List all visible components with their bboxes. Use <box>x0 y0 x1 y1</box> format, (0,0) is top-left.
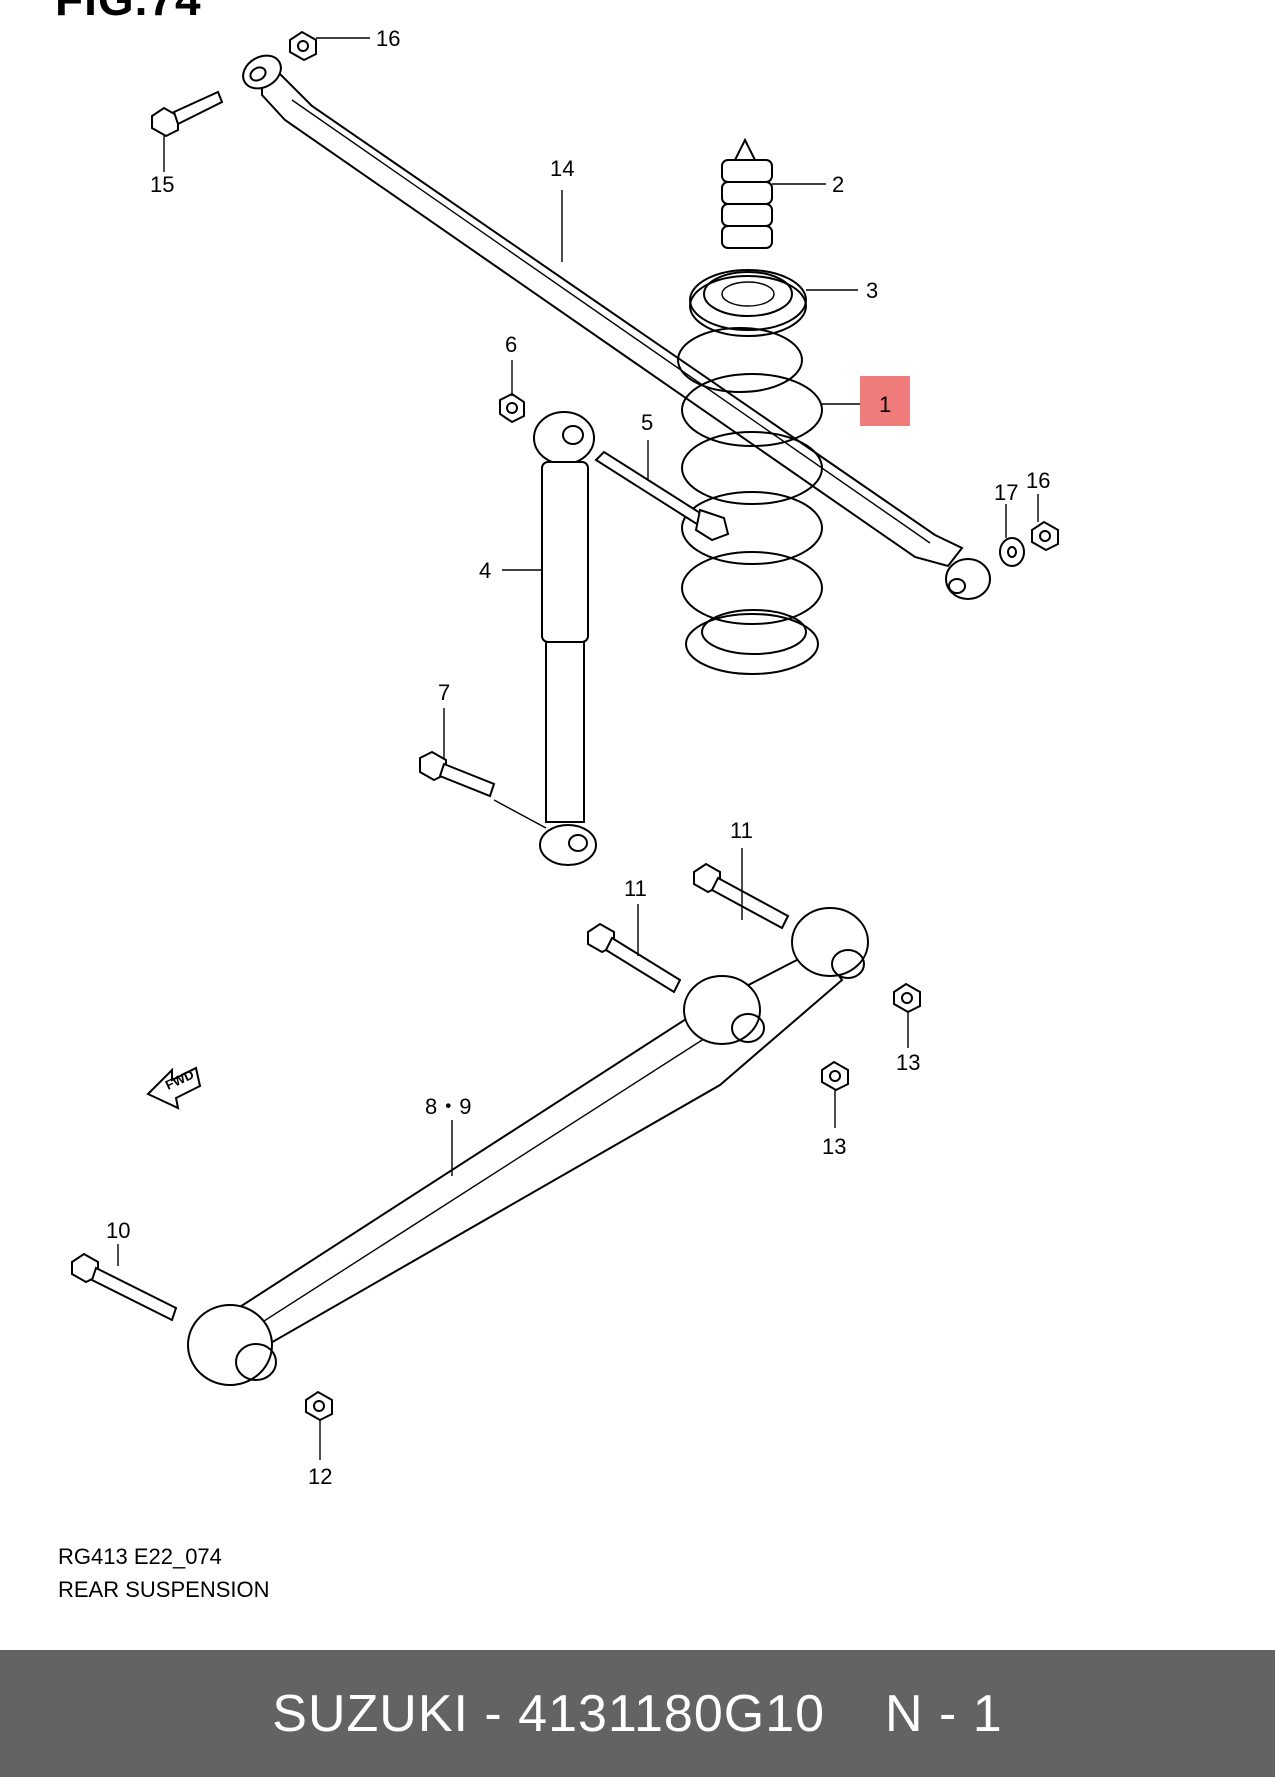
callout-16-top: 16 <box>376 26 400 51</box>
figure-name: REAR SUSPENSION <box>58 1577 270 1602</box>
part-4-shock-absorber[interactable] <box>533 411 597 866</box>
part-15-bolt[interactable] <box>151 90 224 138</box>
callout-15: 15 <box>150 172 174 197</box>
part-13-nut-left[interactable] <box>821 1060 849 1092</box>
part-16-nut-right[interactable] <box>1031 520 1059 552</box>
highlight-box-part-1 <box>860 376 910 426</box>
part-3-spring-seat[interactable] <box>689 269 807 337</box>
callout-labels: 16 15 14 2 3 1 6 5 4 7 16 17 11 11 13 13… <box>106 26 1050 1489</box>
callout-16-right: 16 <box>1026 468 1050 493</box>
part-8-9-trailing-arm[interactable] <box>187 907 869 1386</box>
footer-position: N - 1 <box>885 1684 1003 1743</box>
footer-brand-part-number: SUZUKI - 4131180G10 <box>272 1684 826 1743</box>
callout-13-right: 13 <box>896 1050 920 1075</box>
callout-8-9: 8・9 <box>425 1094 471 1119</box>
callout-2: 2 <box>832 172 844 197</box>
figure-code: RG413 E22_074 <box>58 1544 222 1569</box>
callout-5: 5 <box>641 410 653 435</box>
callout-11-upper: 11 <box>730 818 753 843</box>
part-14-lateral-rod[interactable] <box>237 49 991 600</box>
callout-17: 17 <box>994 480 1018 505</box>
part-2-bump-stopper[interactable] <box>721 137 773 249</box>
part-11-bolt-lower[interactable] <box>587 922 682 994</box>
callout-13-left: 13 <box>822 1134 846 1159</box>
part-12-nut[interactable] <box>305 1390 333 1422</box>
callout-14: 14 <box>550 156 574 181</box>
part-17-washer[interactable] <box>999 537 1025 567</box>
part-7-bolt[interactable] <box>419 750 496 798</box>
footer-bar: SUZUKI - 4131180G10 N - 1 <box>0 1650 1275 1777</box>
callout-7: 7 <box>438 680 450 705</box>
part-6-nut[interactable] <box>499 392 525 424</box>
part-11-bolt-upper[interactable] <box>693 862 790 930</box>
callout-6: 6 <box>505 332 517 357</box>
part-1-coil-spring[interactable] <box>677 327 823 675</box>
callout-11-lower: 11 <box>624 876 647 901</box>
figure-title: FIG.74 <box>55 0 202 26</box>
exploded-parts-diagram: FWD 16 <box>71 26 1059 1489</box>
part-10-bolt[interactable] <box>71 1252 178 1322</box>
callout-10: 10 <box>106 1218 130 1243</box>
callout-4: 4 <box>479 558 491 583</box>
callout-1: 1 <box>879 392 891 417</box>
part-5-bolt[interactable] <box>594 450 730 542</box>
fwd-arrow-icon: FWD <box>146 1066 202 1110</box>
callout-12: 12 <box>308 1464 332 1489</box>
part-16-nut-top[interactable] <box>289 30 317 62</box>
diagram-canvas: FIG.74 <box>55 0 1059 1602</box>
callout-3: 3 <box>866 278 878 303</box>
part-13-nut-right[interactable] <box>893 982 921 1014</box>
